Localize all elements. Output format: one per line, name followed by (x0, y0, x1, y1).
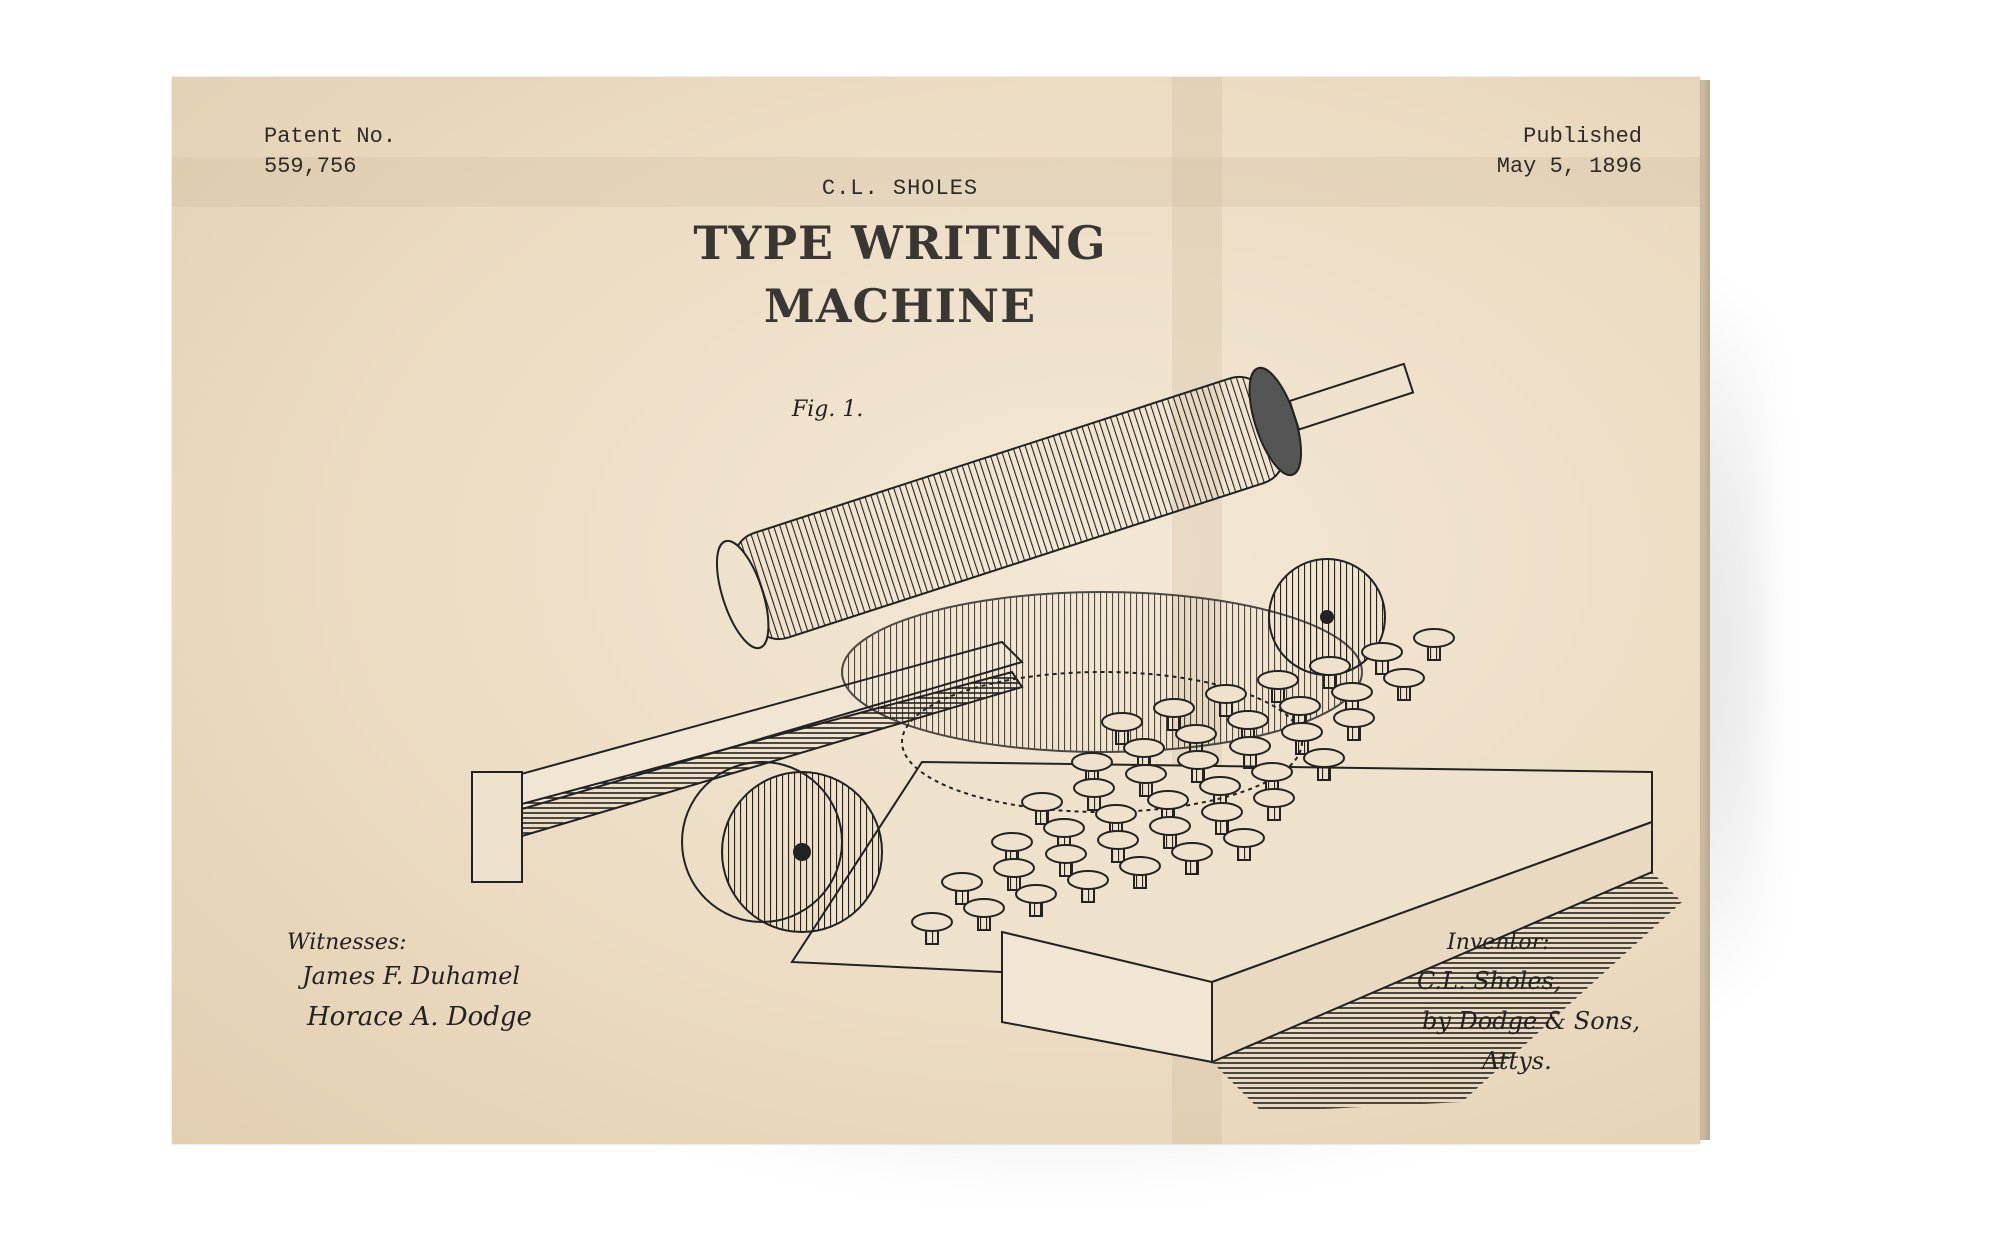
key-cap (1304, 749, 1344, 767)
key-cap (1074, 779, 1114, 797)
key-cap (1068, 871, 1108, 889)
inventor-label: Inventor: (1447, 930, 1550, 955)
key-cap (964, 899, 1004, 917)
key-cap (1384, 669, 1424, 687)
key-cap (1154, 699, 1194, 717)
key-cap (992, 833, 1032, 851)
key-cap (1124, 739, 1164, 757)
key-cap (1254, 789, 1294, 807)
inventor-signature-3: Attys. (1482, 1047, 1552, 1075)
key-cap (1310, 657, 1350, 675)
key-cap (1096, 805, 1136, 823)
key-cap (1148, 791, 1188, 809)
key-cap (1022, 793, 1062, 811)
key-cap (1126, 765, 1166, 783)
key-cap (1176, 725, 1216, 743)
key-cap (1150, 817, 1190, 835)
typewriter-illustration (362, 342, 1712, 1122)
inventor-signature-2: by Dodge & Sons, (1422, 1007, 1640, 1035)
key-cap (1258, 671, 1298, 689)
key-cap (1046, 845, 1086, 863)
published-block: Published May 5, 1896 (1497, 122, 1642, 182)
patent-print: Patent No. 559,756 Published May 5, 1896… (172, 77, 1700, 1144)
inventor-signature-1: C.L. Sholes, (1417, 967, 1562, 995)
key-cap (1178, 751, 1218, 769)
title-line-1: TYPE WRITING (136, 212, 1664, 275)
key-cap (1206, 685, 1246, 703)
key-cap (1280, 697, 1320, 715)
key-cap (994, 859, 1034, 877)
key-cap (1102, 713, 1142, 731)
key-cap (912, 913, 952, 931)
witness-signature-1: James F. Duhamel (302, 962, 520, 990)
key-cap (1200, 777, 1240, 795)
published-label: Published (1497, 122, 1642, 152)
key-cap (1016, 885, 1056, 903)
patent-number-block: Patent No. 559,756 (264, 122, 396, 182)
title-line-2: MACHINE (136, 275, 1664, 338)
key-cap (1044, 819, 1084, 837)
key-cap (1414, 629, 1454, 647)
key-cap (1224, 829, 1264, 847)
key-cap (1252, 763, 1292, 781)
key-cap (1362, 643, 1402, 661)
key-cap (942, 873, 982, 891)
key-cap (1202, 803, 1242, 821)
left-end-frame (472, 772, 522, 882)
key-cap (1282, 723, 1322, 741)
key-cap (1334, 709, 1374, 727)
key-cap (1098, 831, 1138, 849)
key-cap (1120, 857, 1160, 875)
key-cap (1230, 737, 1270, 755)
key-cap (1332, 683, 1372, 701)
patent-title: TYPE WRITING MACHINE (136, 212, 1664, 338)
key-cap (1072, 753, 1112, 771)
witness-signature-2: Horace A. Dodge (307, 1002, 532, 1032)
witnesses-label: Witnesses: (287, 930, 407, 955)
key-cap (1228, 711, 1268, 729)
inventor-header: C.L. SHOLES (136, 176, 1664, 201)
patent-number-label: Patent No. (264, 122, 396, 152)
key-cap (1172, 843, 1212, 861)
